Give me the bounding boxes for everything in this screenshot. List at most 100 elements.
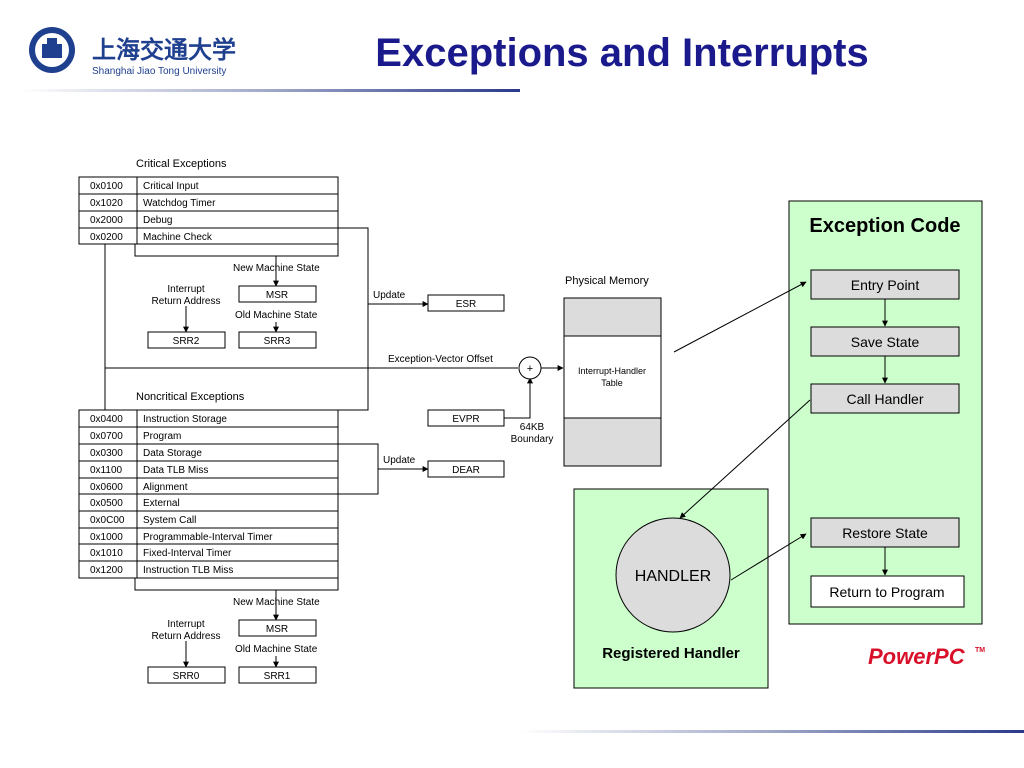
table-row: 0x1020 Watchdog Timer bbox=[90, 198, 216, 209]
msr-label: MSR bbox=[266, 624, 288, 635]
row-address: 0x0C00 bbox=[90, 515, 125, 526]
step-call-handler bbox=[810, 383, 960, 414]
row-address: 0x0700 bbox=[90, 431, 123, 442]
srr2-label: SRR2 bbox=[173, 336, 200, 347]
step-save-state bbox=[810, 326, 960, 357]
header-rule bbox=[20, 89, 520, 92]
new-machine-state-label: New Machine State bbox=[233, 597, 320, 608]
table-row: 0x1200 Instruction TLB Miss bbox=[90, 565, 233, 576]
table-row: 0x0C00 System Call bbox=[90, 515, 196, 526]
powerpc-wordmark: PowerPC bbox=[868, 644, 966, 669]
interrupt-handler-table bbox=[563, 335, 662, 419]
handler-label: HANDLER bbox=[635, 568, 711, 585]
flow-arrows bbox=[673, 281, 811, 581]
row-name: Instruction Storage bbox=[143, 414, 227, 425]
return-address-label: Return Address bbox=[152, 296, 221, 307]
registered-handler-caption: Registered Handler bbox=[602, 645, 740, 662]
return-address-label: Return Address bbox=[152, 631, 221, 642]
row-address: 0x0100 bbox=[90, 181, 123, 192]
table-row: 0x1010 Fixed-Interval Timer bbox=[90, 548, 232, 559]
boundary-label: Boundary bbox=[511, 434, 554, 445]
table-row: 0x0100 Critical Input bbox=[90, 181, 199, 192]
row-address: 0x1010 bbox=[90, 548, 123, 559]
row-name: Machine Check bbox=[143, 232, 213, 243]
adder-symbol: + bbox=[527, 363, 533, 375]
row-name: Instruction TLB Miss bbox=[143, 565, 233, 576]
row-name: Fixed-Interval Timer bbox=[143, 548, 232, 559]
vector-offset-label: Exception-Vector Offset bbox=[388, 354, 493, 365]
srr3-register bbox=[238, 331, 317, 349]
dear-label: DEAR bbox=[452, 465, 480, 476]
dear-register bbox=[427, 460, 505, 478]
srr1-register bbox=[238, 666, 317, 684]
exception-code-title: Exception Code bbox=[809, 215, 960, 237]
registered-handler-panel: HANDLER Registered Handler bbox=[573, 488, 769, 689]
boundary-size-label: 64KB bbox=[520, 422, 545, 433]
noncritical-heading: Noncritical Exceptions bbox=[136, 391, 245, 403]
critical-connectors bbox=[134, 244, 339, 333]
row-name: Data Storage bbox=[143, 448, 202, 459]
step-return-to-program bbox=[810, 575, 965, 608]
critical-table bbox=[78, 176, 339, 245]
step-label: Return to Program bbox=[829, 584, 944, 600]
table-row: 0x2000 Debug bbox=[90, 215, 172, 226]
old-machine-state-label: Old Machine State bbox=[235, 644, 318, 655]
step-entry-point bbox=[810, 269, 960, 300]
old-machine-state-label: Old Machine State bbox=[235, 310, 318, 321]
middle-connectors bbox=[104, 227, 564, 495]
row-name: Debug bbox=[143, 215, 172, 226]
row-name: Critical Input bbox=[143, 181, 199, 192]
logo-english-name: Shanghai Jiao Tong University bbox=[92, 66, 226, 77]
esr-label: ESR bbox=[456, 299, 477, 310]
step-restore-state bbox=[810, 517, 960, 548]
handler-table-label-2: Table bbox=[601, 378, 623, 388]
row-address: 0x1100 bbox=[90, 465, 123, 476]
physical-memory: Physical Memory Interrupt-Handler Table bbox=[563, 275, 662, 467]
step-label: Save State bbox=[851, 334, 920, 350]
srr3-label: SRR3 bbox=[264, 336, 291, 347]
row-address: 0x0400 bbox=[90, 414, 123, 425]
row-address: 0x2000 bbox=[90, 215, 123, 226]
step-label: Restore State bbox=[842, 525, 928, 541]
msr-label: MSR bbox=[266, 290, 288, 301]
update-label: Update bbox=[383, 455, 416, 466]
row-address: 0x1200 bbox=[90, 565, 123, 576]
row-address: 0x1000 bbox=[90, 532, 123, 543]
new-machine-state-label: New Machine State bbox=[233, 263, 320, 274]
powerpc-logo: PowerPC TM bbox=[868, 644, 985, 669]
update-label: Update bbox=[373, 290, 406, 301]
step-label: Entry Point bbox=[851, 277, 920, 293]
row-name: Watchdog Timer bbox=[143, 198, 216, 209]
srr0-label: SRR0 bbox=[173, 671, 200, 682]
handler-table-label: Interrupt-Handler bbox=[578, 366, 646, 376]
exception-code-panel: Exception Code Entry Point Save State Ca… bbox=[788, 200, 983, 625]
table-row: 0x1000 Programmable-Interval Timer bbox=[90, 532, 273, 543]
interrupt-label: Interrupt bbox=[167, 284, 204, 295]
handler-circle bbox=[615, 517, 731, 633]
row-name: System Call bbox=[143, 515, 196, 526]
evpr-register bbox=[427, 409, 505, 427]
footer-rule bbox=[520, 730, 1024, 733]
university-logo: 上海交通大学 Shanghai Jiao Tong University bbox=[29, 27, 236, 77]
critical-heading: Critical Exceptions bbox=[136, 158, 227, 170]
row-name: Program bbox=[143, 431, 181, 442]
row-name: External bbox=[143, 498, 180, 509]
row-address: 0x1020 bbox=[90, 198, 123, 209]
table-row: 0x0200 Machine Check bbox=[90, 232, 213, 243]
noncritical-table bbox=[78, 409, 339, 579]
row-name: Programmable-Interval Timer bbox=[143, 532, 273, 543]
row-address: 0x0600 bbox=[90, 482, 123, 493]
srr1-label: SRR1 bbox=[264, 671, 291, 682]
page-title: Exceptions and Interrupts bbox=[375, 31, 868, 75]
srr0-register bbox=[147, 666, 226, 684]
table-row: 0x0400 Instruction Storage bbox=[90, 414, 227, 425]
logo-chinese-name: 上海交通大学 bbox=[92, 35, 236, 64]
trademark-label: TM bbox=[975, 647, 985, 654]
srr2-register bbox=[147, 331, 226, 349]
